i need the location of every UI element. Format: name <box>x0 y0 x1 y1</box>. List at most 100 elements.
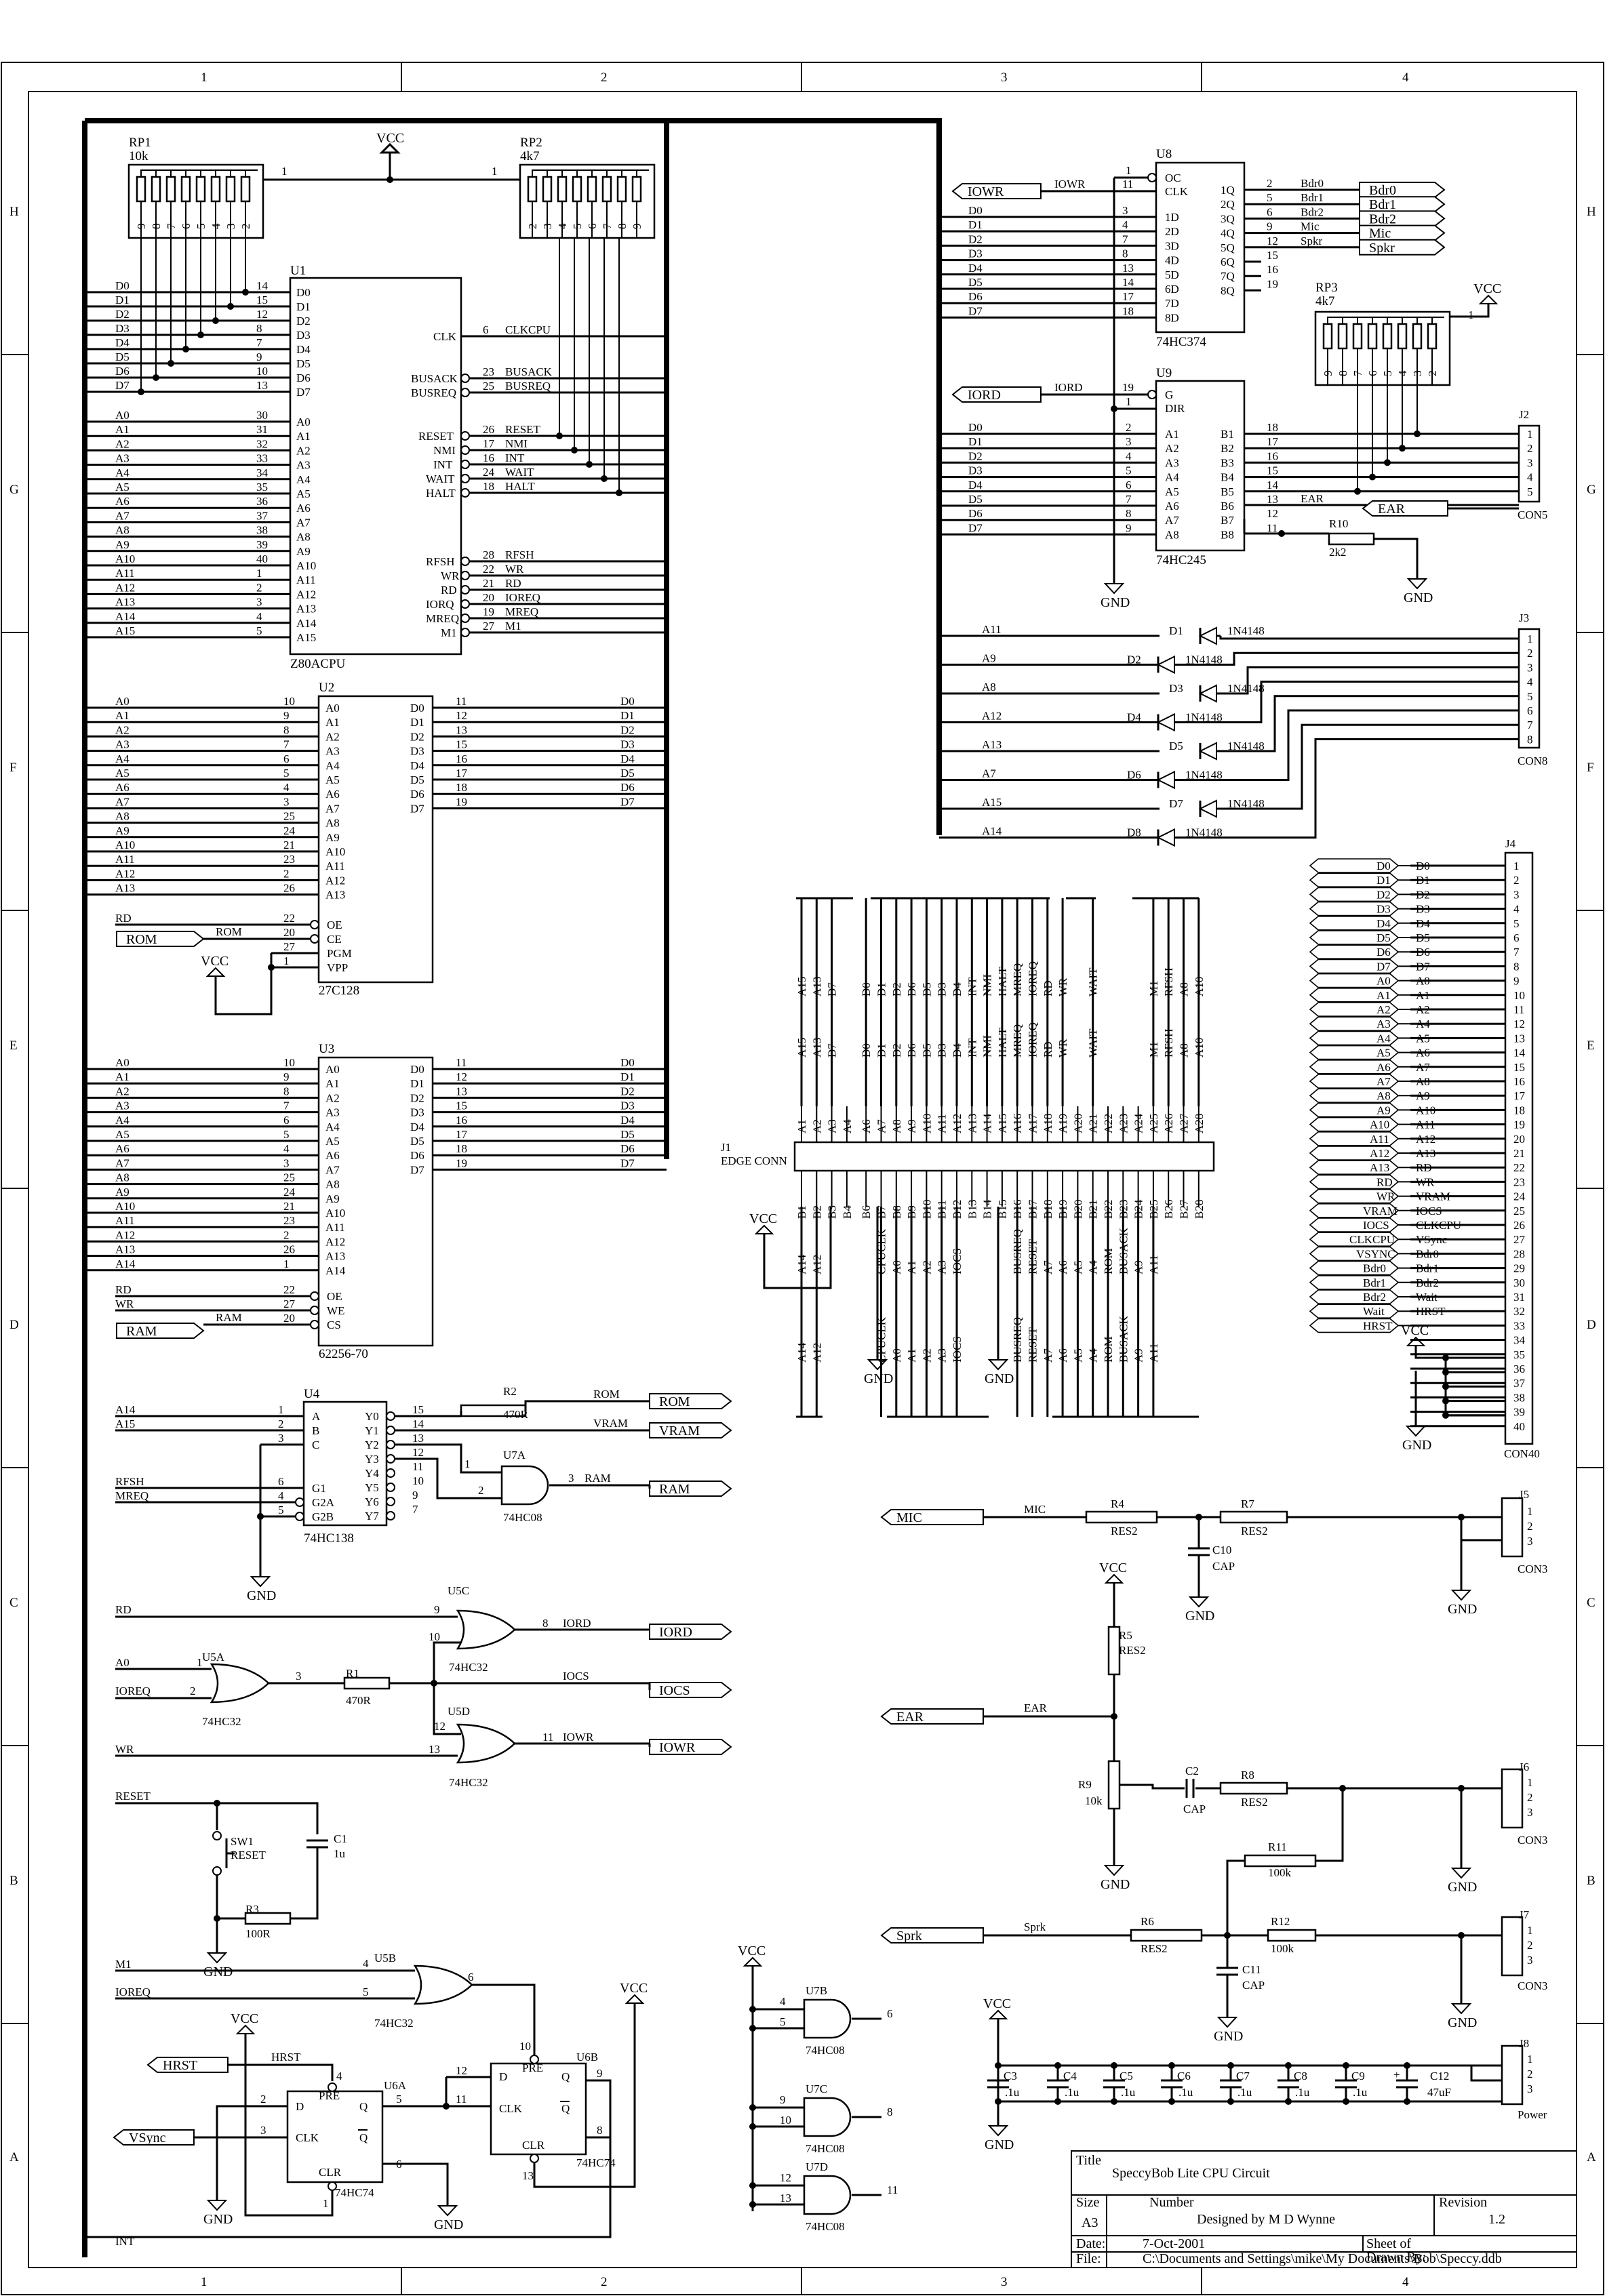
rp2-value: 4k7 <box>520 149 540 163</box>
u1-addr-net: A4 <box>115 466 130 479</box>
u3-addr-num: 3 <box>283 1156 290 1169</box>
j1-top-pin: A18 <box>1042 1114 1054 1133</box>
u3-data-pin: D2 <box>410 1091 424 1104</box>
j4-port: A13 <box>1309 1160 1400 1175</box>
r9-value: 10k <box>1085 1794 1103 1807</box>
j4-pin: 29 <box>1513 1262 1525 1275</box>
j4-body <box>1504 851 1534 1445</box>
u9-g-net: IORD <box>1054 381 1083 394</box>
j4-pin: 7 <box>1513 946 1520 959</box>
junction-dot <box>749 2201 756 2208</box>
u3-ctrl-num: 27 <box>283 1297 296 1310</box>
diode-net: A9 <box>982 652 996 665</box>
j1-bot-net: A3 <box>936 1260 949 1274</box>
u2-addr-pin: A1 <box>325 716 340 729</box>
j4-port: A5 <box>1309 1045 1400 1060</box>
u2-addr-net: A11 <box>115 853 135 866</box>
u1-data-num: 9 <box>256 350 262 363</box>
gnd-label: GND <box>1214 2029 1243 2044</box>
drawn-by-label: Drawn By: <box>1366 2250 1426 2265</box>
u3-data-net: D3 <box>620 1100 635 1112</box>
j4-gnd: GND <box>1402 1415 1431 1453</box>
u2-addr-num: 26 <box>283 882 295 895</box>
u9-ref: U9 <box>1156 366 1172 380</box>
c10-value: CAP <box>1212 1560 1235 1573</box>
j5-pin: 3 <box>1527 1535 1533 1548</box>
zone-row-right: A <box>1587 2150 1596 2164</box>
j1-part: EDGE CONN <box>721 1154 787 1167</box>
u9-part: 74HC245 <box>1156 553 1206 567</box>
j1-vcc: VCC <box>749 1211 777 1234</box>
u3-data-net: D1 <box>620 1070 635 1083</box>
u2-data-net: D4 <box>620 752 635 765</box>
inversion-bubble <box>460 613 470 623</box>
u7-in1: 9 <box>780 2093 786 2106</box>
u9-b-pin: B4 <box>1221 471 1234 484</box>
u8-q-num: 19 <box>1267 277 1278 290</box>
u3-data-pin: D5 <box>410 1135 424 1148</box>
j1-bot-pin: B13 <box>966 1200 978 1219</box>
respack-element <box>1322 323 1333 350</box>
u3-ram-port: RAM <box>116 1323 205 1339</box>
j7-pin: 2 <box>1527 1939 1533 1952</box>
j4-port: VSYNC <box>1309 1246 1400 1262</box>
port-shape <box>1359 239 1446 256</box>
j1-top-net-inner: INT <box>966 1038 978 1058</box>
respack-pin-number: 9 <box>1322 371 1334 377</box>
u2-data-num: 17 <box>456 767 468 780</box>
port-label: RAM <box>126 1324 157 1339</box>
u3-addr-num: 24 <box>283 1186 296 1199</box>
j1-top-net-inner: D6 <box>905 1043 918 1058</box>
u9-a-net: D4 <box>968 479 983 491</box>
u6a-vcc-symbol: VCC <box>231 2011 258 2034</box>
inversion-bubble <box>328 2181 337 2191</box>
diode <box>1198 799 1217 818</box>
u5d-out: 11 <box>542 1731 553 1744</box>
j4-net: D1 <box>1416 874 1430 887</box>
decoupling-cap-value: .1u <box>1065 2086 1079 2099</box>
junction-dot <box>1278 530 1285 537</box>
respack-pin-number: 7 <box>601 223 614 229</box>
u2-addr-pin: A0 <box>325 702 340 714</box>
u4-out-num: 14 <box>412 1417 424 1430</box>
u9-b-num: 18 <box>1267 421 1278 434</box>
u1-ctrl-num: 25 <box>483 380 494 392</box>
j4-port-label: D6 <box>1376 946 1391 959</box>
j1-top-net: M1 <box>1147 980 1160 996</box>
j1-top-pin: A21 <box>1087 1114 1100 1133</box>
u3-addr-pin: A11 <box>325 1221 345 1234</box>
port-label: IORD <box>968 388 1001 403</box>
u9-b-num: 17 <box>1267 435 1279 448</box>
u3-data-net: D4 <box>620 1114 635 1127</box>
u2-addr-net: A7 <box>115 795 130 808</box>
j4-port-label: A12 <box>1370 1147 1389 1160</box>
u6b-clk: CLK <box>499 2102 523 2115</box>
u5a-or-gate <box>210 1663 270 1704</box>
inversion-bubble <box>386 1511 395 1520</box>
gnd-label: GND <box>203 1965 233 1979</box>
j1-top-pin: A28 <box>1193 1114 1206 1133</box>
respack-pin-number: 9 <box>631 224 643 230</box>
u3-part: 62256-70 <box>319 1347 368 1361</box>
junction-dot <box>197 331 204 338</box>
respack-element <box>180 176 191 203</box>
u5c-part: 74HC32 <box>449 1661 488 1674</box>
u1-addr-num: 37 <box>256 509 269 522</box>
j3-wire <box>1219 636 1519 640</box>
decoupling-cap-ref: C5 <box>1119 2070 1133 2082</box>
inversion-bubble <box>310 1291 319 1301</box>
u5d-wr-net: WR <box>115 1743 134 1756</box>
zone-column-top: 2 <box>601 71 608 85</box>
r11-resistor <box>1244 1854 1317 1868</box>
u1-addr-net: A15 <box>115 624 135 637</box>
r6-ref: R6 <box>1141 1915 1154 1928</box>
port-shape <box>1362 500 1448 517</box>
gate-body <box>803 2175 852 2215</box>
u1-ctrl-pin: IORQ <box>426 598 454 611</box>
power-gnd: GND <box>985 2115 1014 2152</box>
j4-port-label: D0 <box>1376 860 1391 872</box>
u5b-or-gate <box>413 1965 473 2005</box>
